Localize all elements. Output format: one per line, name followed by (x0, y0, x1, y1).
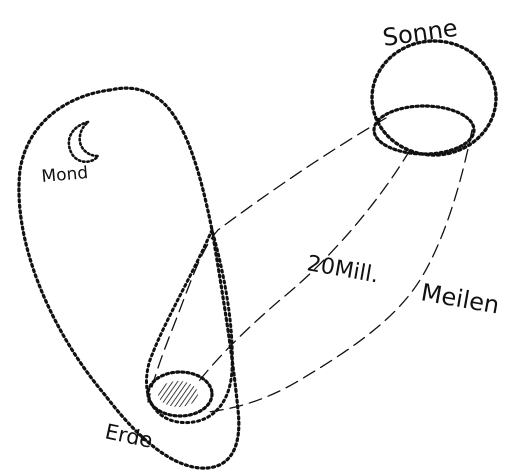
moon-orbit-loop (19, 88, 239, 468)
distance-label: 20Mill. (305, 251, 381, 288)
sun-circle (372, 41, 496, 155)
earth-hatched-fill (158, 381, 198, 407)
moon-crescent-icon (69, 122, 98, 162)
distance-unit-label: Meilen (419, 278, 501, 319)
sun-inner-ellipse (374, 106, 474, 154)
sun-label: Sonne (381, 14, 459, 52)
earth-label: Erde (103, 419, 155, 452)
moon-label: Mond (41, 163, 89, 187)
